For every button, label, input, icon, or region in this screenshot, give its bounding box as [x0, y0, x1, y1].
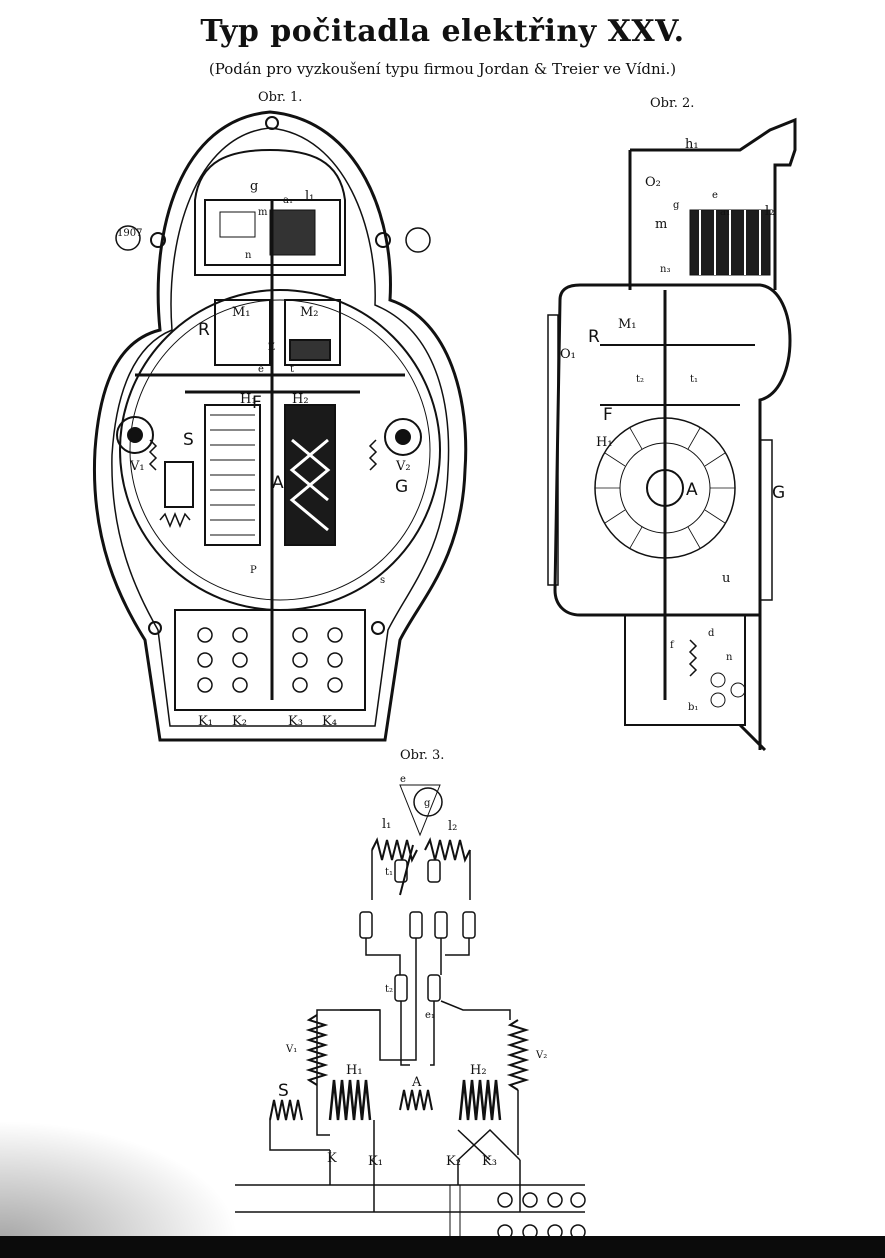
fig3-label-g: g — [424, 798, 431, 809]
fig1-seal-year: 1907 — [117, 228, 142, 239]
fig1-label-a1: a₁ — [283, 195, 293, 206]
fig1-caption: Obr. 1. — [258, 90, 303, 105]
fig1-label-H1: H₁ — [240, 392, 257, 407]
fig2-label-d: d — [708, 628, 715, 639]
fig3-label-e: e — [400, 774, 406, 785]
fig3-labels: e g l₁ l₂ t₁ t₂ e₁ V₁ V₂ S H₁ H₂ A K K₁ … — [278, 774, 547, 1169]
fig2-label-t1: t₁ — [690, 374, 698, 385]
fig1-label-g: g — [250, 179, 258, 194]
fig1-meter-front-view — [92, 110, 468, 742]
fig2-label-O1: O₁ — [560, 347, 576, 362]
fig2-label-R: R — [588, 327, 600, 347]
fig1-label-A: A — [272, 473, 284, 493]
fig1-label-F: F — [252, 393, 262, 413]
fig1-label-G: G — [395, 477, 408, 497]
fig2-caption: Obr. 2. — [650, 96, 695, 111]
fig2-meter-side-section — [547, 117, 797, 752]
fig2-label-M1: M₁ — [618, 317, 637, 332]
fig2-label-O2: O₂ — [645, 175, 661, 190]
fig1-label-s: s — [380, 575, 385, 586]
fig2-label-b1: b₁ — [688, 702, 698, 713]
fig1-label-l1: l₁ — [305, 189, 314, 204]
fig3-label-l1: l₁ — [382, 817, 391, 832]
fig1-label-S: S — [183, 430, 194, 450]
fig1-label-e: e — [258, 364, 264, 375]
plate-title: Typ počitadla elektřiny XXV. — [200, 14, 685, 49]
fig2-label-f: f — [670, 640, 675, 651]
fig3-label-K: K — [327, 1151, 337, 1166]
fig2-label-a1: a₁ — [720, 207, 730, 218]
fig1-label-R: R — [198, 320, 210, 340]
fig1-label-K1: K₁ — [198, 714, 213, 729]
fig1-label-H2: H₂ — [292, 392, 309, 407]
fig2-label-n3: n₃ — [660, 264, 670, 275]
fig3-label-t1: t₁ — [385, 867, 393, 878]
fig1-label-V1: V₁ — [129, 459, 145, 474]
fig3-caption: Obr. 3. — [400, 748, 445, 763]
fig2-label-t2: t₂ — [636, 374, 644, 385]
fig1-label-m: m — [258, 207, 268, 218]
fig2-label-n: n — [726, 652, 733, 663]
fig2-label-e: e — [712, 190, 718, 201]
fig1-label-M1: M₁ — [232, 305, 251, 320]
fig1-label-K2: K₂ — [232, 714, 247, 729]
fig3-label-e1: e₁ — [425, 1010, 435, 1021]
fig1-label-t: t — [290, 364, 294, 375]
fig1-label-n: n — [245, 250, 252, 261]
fig3-label-K3: K₃ — [482, 1154, 497, 1169]
fig2-label-F: F — [603, 405, 613, 425]
fig3-label-H1: H₁ — [346, 1063, 363, 1078]
fig1-label-M2: M₂ — [300, 305, 319, 320]
fig3-label-K2: K₂ — [446, 1154, 461, 1169]
fig1-label-Z: Z — [268, 342, 275, 353]
fig3-label-l2: l₂ — [448, 819, 457, 834]
fig2-label-u: u — [722, 571, 730, 586]
fig1-label-V2: V₂ — [395, 459, 411, 474]
fig3-wiring-schematic — [235, 784, 586, 1250]
fig3-label-V1: V₁ — [285, 1044, 297, 1055]
fig1-label-K4: K₄ — [322, 714, 337, 729]
fig2-label-m: m — [655, 217, 667, 232]
fig3-label-S: S — [278, 1081, 289, 1101]
plate-subtitle: (Podán pro vyzkoušení typu firmou Jordan… — [208, 60, 677, 78]
fig1-label-K3: K₃ — [288, 714, 303, 729]
fig2-label-h1: h₁ — [685, 137, 699, 152]
fig2-label-A: A — [686, 480, 698, 500]
fig2-label-g: g — [673, 200, 680, 211]
scan-bottom-edge — [0, 1236, 885, 1258]
scan-speckle — [0, 1120, 240, 1240]
fig2-label-H1: H₁ — [596, 435, 613, 450]
fig2-labels: h₁ O₂ e g m a₁ l₂ n₃ M₁ R O₁ t₂ t₁ F H₁ … — [560, 137, 785, 713]
fig3-label-t2: t₂ — [385, 984, 393, 995]
fig1-label-P: P — [250, 565, 257, 576]
fig3-label-K1: K₁ — [368, 1154, 383, 1169]
fig3-label-A: A — [411, 1075, 422, 1090]
fig3-label-V2: V₂ — [535, 1050, 547, 1061]
fig2-label-l2: l₂ — [765, 204, 774, 219]
fig2-label-G: G — [772, 483, 785, 503]
fig3-label-H2: H₂ — [470, 1063, 487, 1078]
fig1-labels: g l₁ a₁ m n R M₁ M₂ Z e t F H₁ H₂ S V₁ V… — [117, 179, 411, 729]
